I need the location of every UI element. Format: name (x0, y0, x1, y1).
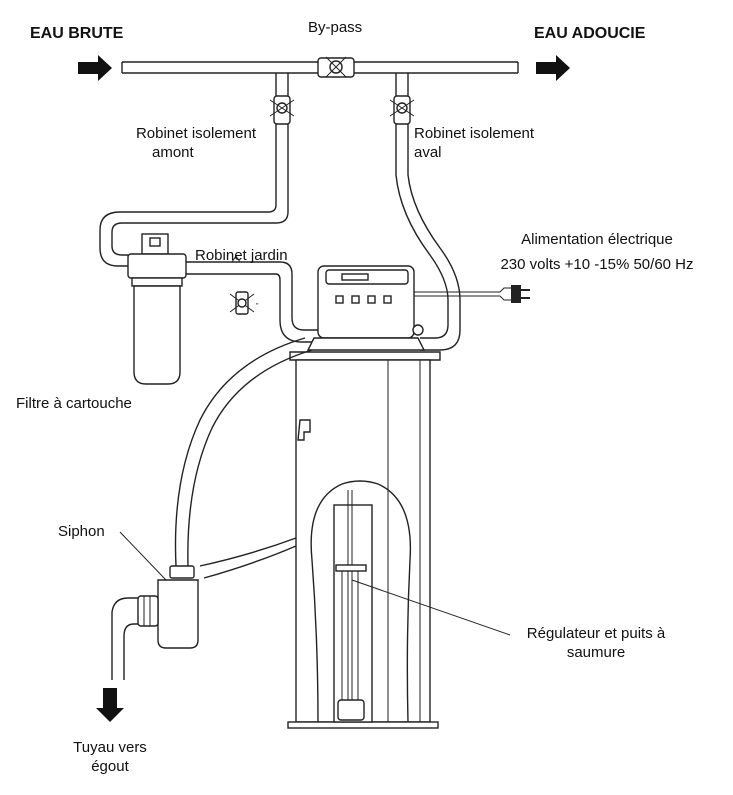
controller-head (306, 265, 426, 351)
drain-arrow-icon (96, 688, 124, 722)
regulator-label: Régulateur et puits à saumure (506, 624, 686, 662)
drain-label-line1: Tuyau vers (73, 739, 147, 756)
bypass-label: By-pass (308, 19, 363, 36)
siphon-label: Siphon (58, 523, 105, 540)
upstream-pipe (99, 73, 289, 267)
power-label-line1: Alimentation électrique (521, 231, 673, 248)
outlet-arrow-icon (536, 55, 570, 81)
power-cable (412, 287, 512, 301)
power-label-line2: 230 volts +10 -15% 50/60 Hz (500, 256, 694, 273)
power-label: Alimentation électrique 230 volts +10 -1… (482, 230, 712, 274)
regulator-label-line1: Régulateur et puits à (526, 625, 666, 642)
filter-label: Filtre à cartouche (16, 395, 132, 412)
downstream-valve-icon (389, 95, 415, 125)
overflow-hose (199, 537, 297, 579)
drain-hose (174, 337, 313, 567)
inlet-label: EAU BRUTE (30, 25, 124, 42)
garden-tap-label: Robinet jardin (195, 247, 288, 264)
inlet-arrow-icon (78, 55, 112, 81)
drain-label-line2: égout (91, 758, 129, 775)
brine-well (310, 480, 412, 723)
svg-text:": " (256, 303, 259, 310)
upstream-valve-label-line1: Robinet isolement (135, 125, 257, 142)
upstream-valve-label: Robinet isolement amont (122, 124, 270, 162)
siphon (111, 565, 199, 680)
regulator-label-line2: saumure (566, 644, 626, 661)
garden-tap-icon: " (229, 255, 259, 315)
power-plug-icon (511, 285, 530, 303)
upstream-valve-label-line2: amont (152, 144, 194, 161)
outlet-label: EAU ADOUCIE (534, 25, 646, 42)
downstream-valve-label: Robinet isolement aval (414, 124, 534, 162)
downstream-pipe (395, 73, 461, 351)
drain-label: Tuyau vers égout (40, 738, 180, 776)
filter-outlet-pipe (186, 261, 318, 343)
cartridge-filter (127, 233, 187, 385)
downstream-valve-label-line2: aval (414, 144, 442, 161)
siphon-leader-line (119, 531, 167, 581)
bypass-valve-icon (317, 56, 355, 78)
downstream-valve-label-line1: Robinet isolement (414, 125, 535, 142)
upstream-valve-icon (269, 95, 295, 125)
regulator-leader-line (351, 579, 511, 636)
